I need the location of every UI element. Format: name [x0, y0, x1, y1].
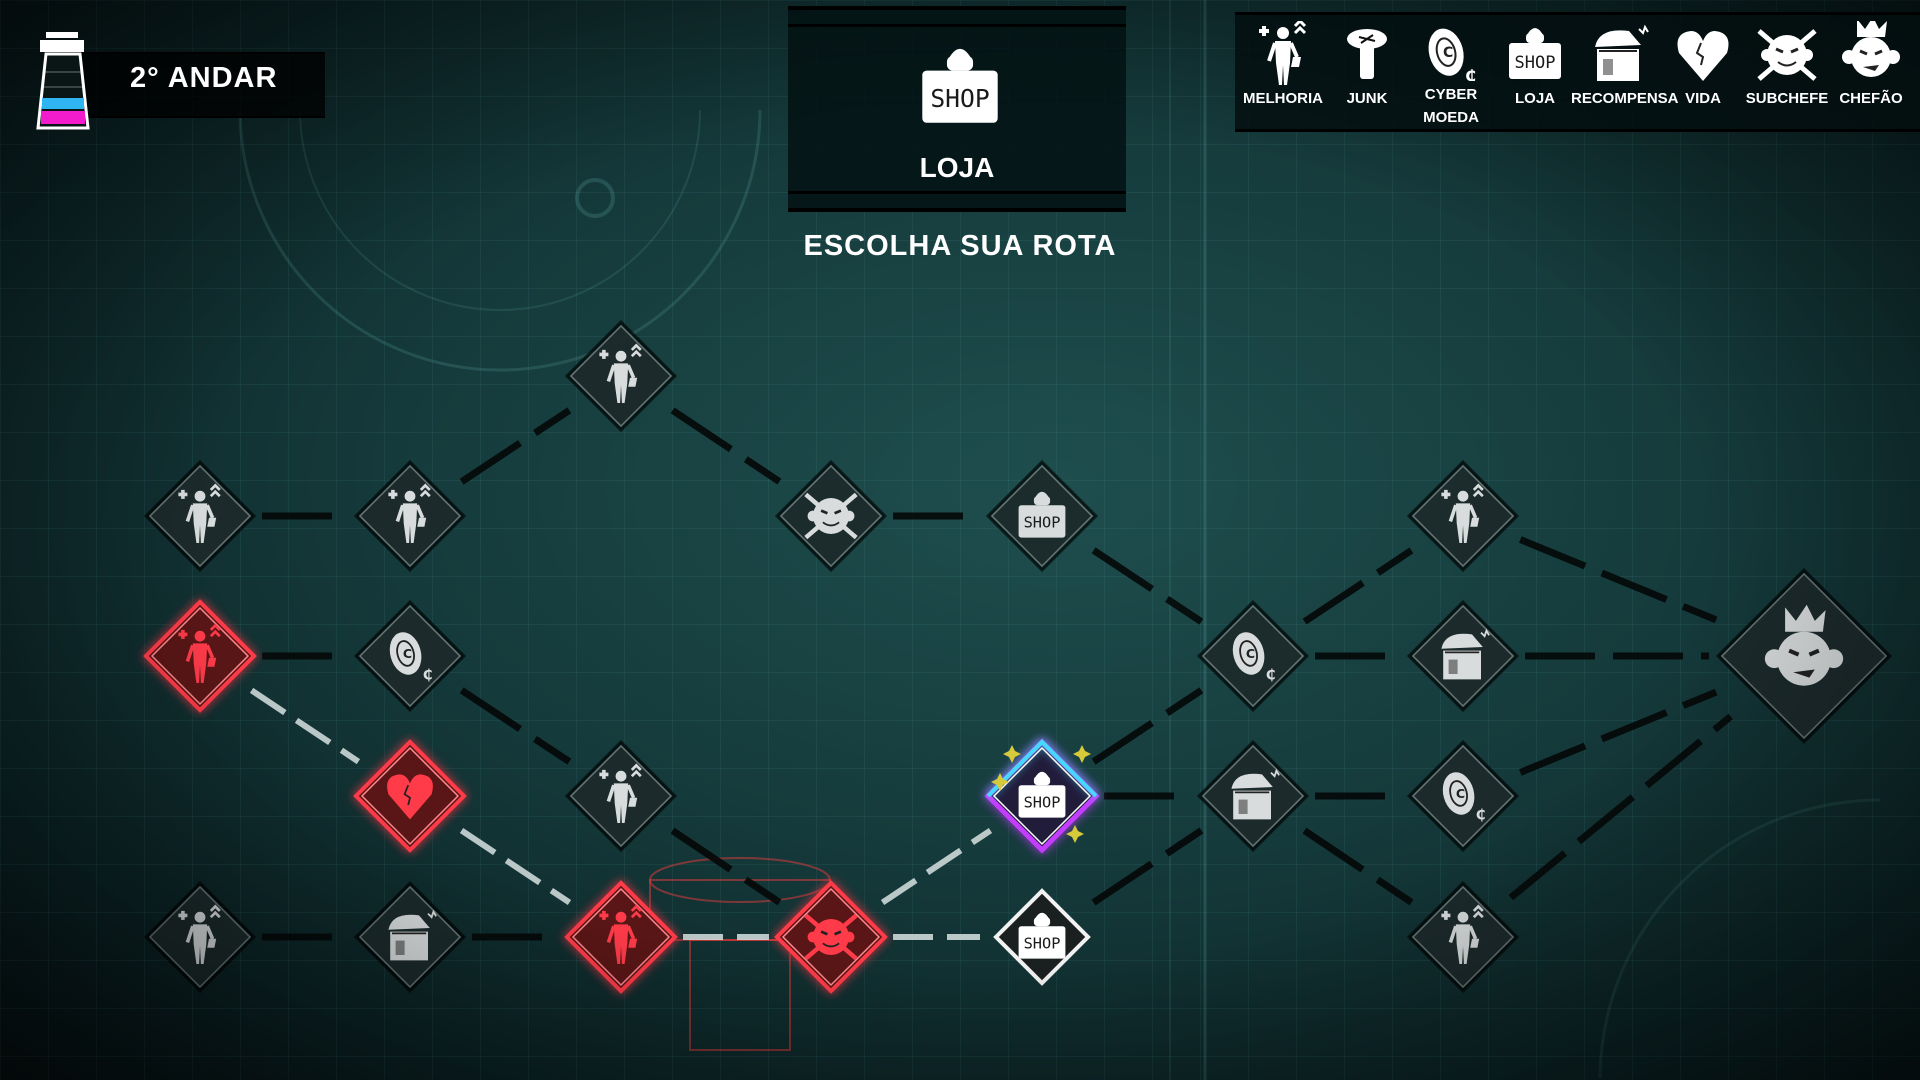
- legend-item-junk: JUNK: [1325, 15, 1409, 129]
- upgrade-figure-icon: [1259, 21, 1307, 85]
- choose-route-prompt: ESCOLHA SUA ROTA: [803, 230, 1117, 262]
- legend-label: CYBER MOEDA: [1423, 86, 1479, 126]
- tower-progress-icon: [36, 32, 90, 130]
- heart-icon: [1677, 31, 1729, 81]
- svg-text:SHOP: SHOP: [930, 84, 989, 113]
- legend-item-coin: C ₵ CYBER MOEDA: [1409, 15, 1493, 129]
- selected-node-title: LOJA: [919, 152, 995, 183]
- legend-label: JUNK: [1346, 90, 1388, 107]
- legend-label: RECOMPENSA: [1571, 90, 1679, 107]
- floor-label: 2° ANDAR: [130, 62, 278, 94]
- node-legend: MELHORIA JUNK C ₵ CYBER MOEDA SHOP LOJA …: [1235, 12, 1920, 132]
- legend-item-shop: SHOP LOJA: [1493, 15, 1577, 129]
- crowned-monkey-icon: [1842, 21, 1900, 77]
- shop-icon: SHOP: [1509, 28, 1561, 79]
- legend-item-chest: RECOMPENSA: [1571, 15, 1679, 129]
- shop-icon: SHOP: [922, 48, 998, 123]
- legend-label: VIDA: [1685, 90, 1721, 107]
- skull-monkey-icon: [1757, 29, 1817, 81]
- svg-text:SHOP: SHOP: [1515, 53, 1556, 73]
- legend-item-subchefe: SUBCHEFE: [1745, 15, 1829, 129]
- screw-icon: [1347, 29, 1387, 79]
- floor-banner: [60, 52, 325, 118]
- chest-icon: [1595, 24, 1649, 81]
- svg-text:C: C: [1443, 45, 1453, 61]
- legend-item-melhoria: MELHORIA: [1241, 15, 1325, 129]
- legend-label: LOJA: [1514, 90, 1555, 107]
- legend-item-vida: VIDA: [1661, 15, 1745, 129]
- legend-label: CHEFÃO: [1839, 90, 1903, 107]
- legend-label: SUBCHEFE: [1745, 90, 1829, 107]
- svg-text:₵: ₵: [1465, 66, 1476, 81]
- cyber-coin-icon: C ₵: [1428, 28, 1476, 81]
- legend-label: MELHORIA: [1243, 90, 1323, 107]
- selected-node-panel: SHOP LOJA: [788, 6, 1126, 212]
- legend-item-chefao: CHEFÃO: [1829, 15, 1913, 129]
